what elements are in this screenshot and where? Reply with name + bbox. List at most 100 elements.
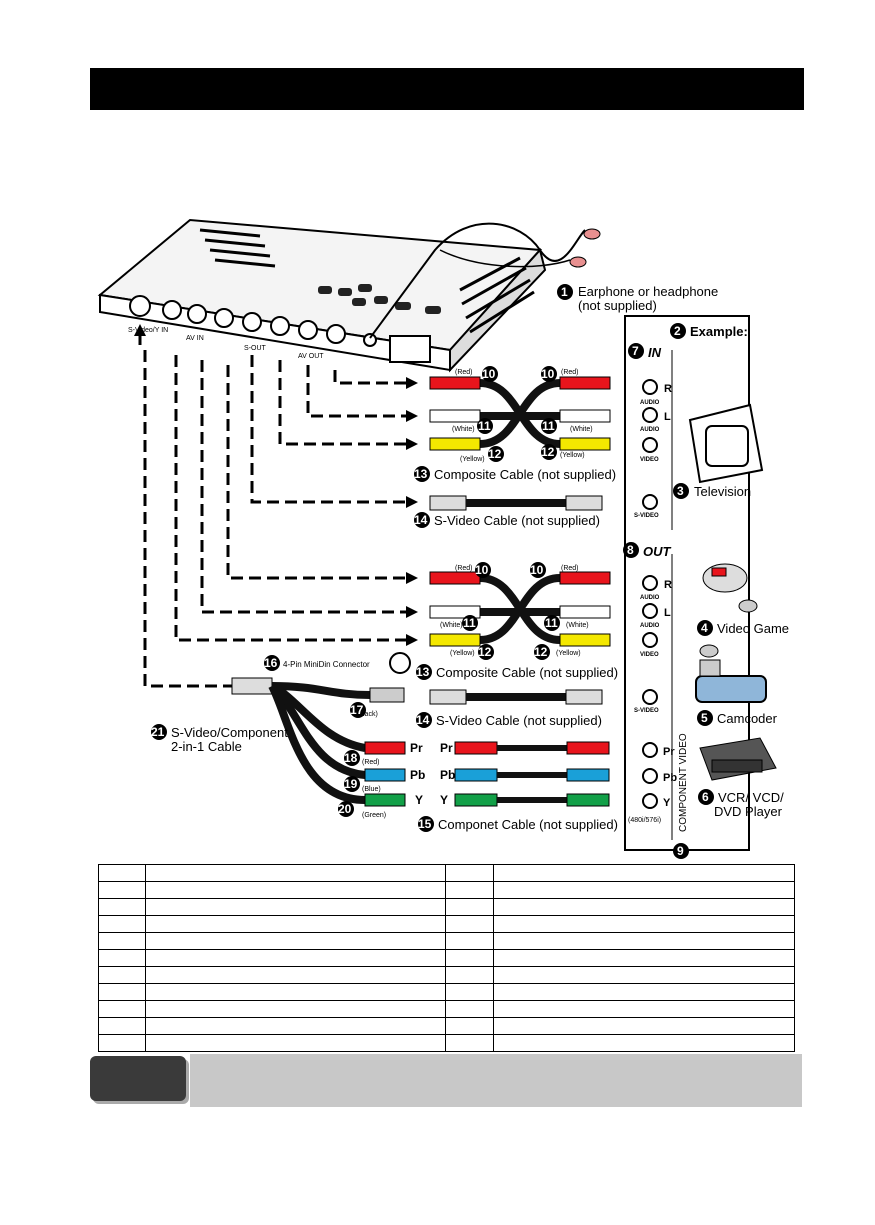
svg-text:S-VIDEO: S-VIDEO bbox=[634, 513, 659, 519]
callout-component-cable: Componet Cable (not supplied) bbox=[438, 817, 618, 832]
table-row bbox=[98, 932, 795, 950]
svg-text:14: 14 bbox=[416, 713, 430, 727]
callout-composite-out: Composite Cable (not supplied) bbox=[436, 665, 618, 680]
svg-text:10: 10 bbox=[482, 367, 496, 381]
note-box bbox=[190, 1054, 802, 1107]
video-game-icon bbox=[699, 563, 758, 658]
svg-text:AUDIO: AUDIO bbox=[640, 400, 660, 406]
earphone-icon bbox=[369, 222, 601, 339]
connection-diagram: S-Video/Y IN AV IN S-OUT AV OUT 1 Earpho… bbox=[97, 218, 789, 859]
svg-text:(Red): (Red) bbox=[455, 565, 473, 572]
svg-text:L: L bbox=[664, 607, 671, 619]
table-row bbox=[98, 1017, 795, 1035]
capture-device: S-Video/Y IN AV IN S-OUT AV OUT bbox=[97, 218, 547, 373]
svg-text:16: 16 bbox=[264, 656, 278, 670]
svg-text:12: 12 bbox=[541, 445, 555, 459]
svg-text:12: 12 bbox=[478, 645, 492, 659]
svg-text:10: 10 bbox=[541, 367, 555, 381]
callout-svideo-out: S-Video Cable (not supplied) bbox=[436, 713, 602, 728]
svg-text:(Yellow): (Yellow) bbox=[556, 650, 581, 657]
svg-text:13: 13 bbox=[416, 665, 430, 679]
svg-text:14: 14 bbox=[414, 513, 428, 527]
svg-text:(White): (White) bbox=[452, 426, 475, 433]
svg-text:Pr: Pr bbox=[440, 741, 453, 755]
table-row bbox=[98, 983, 795, 1001]
s-video-y-in-label: S-Video/Y IN bbox=[128, 327, 168, 334]
svideo-component-cable: (Black) (Red) (Blue) (Green) Pr Pb Y bbox=[231, 652, 425, 819]
callout-minidin: 4-Pin MiniDin Connector bbox=[283, 660, 370, 669]
svg-text:(Yellow): (Yellow) bbox=[560, 452, 585, 459]
svg-text:8: 8 bbox=[627, 543, 634, 557]
svg-text:(Red): (Red) bbox=[455, 369, 473, 376]
table-row bbox=[98, 915, 795, 933]
composite-cable-out: (Red) (Red) (White) (White) (Yellow) (Ye… bbox=[429, 562, 611, 660]
svg-text:AUDIO: AUDIO bbox=[640, 623, 660, 629]
svg-text:Pb: Pb bbox=[440, 768, 455, 782]
av-in-label: AV IN bbox=[186, 335, 204, 342]
svg-text:18: 18 bbox=[344, 751, 358, 765]
svg-text:Pr: Pr bbox=[410, 741, 423, 755]
svg-text:(Red): (Red) bbox=[561, 565, 579, 572]
svg-text:(White): (White) bbox=[570, 426, 593, 433]
svg-text:20: 20 bbox=[338, 802, 352, 816]
svg-text:17: 17 bbox=[350, 703, 364, 717]
svg-text:Y: Y bbox=[663, 797, 671, 809]
svg-text:AUDIO: AUDIO bbox=[640, 427, 660, 433]
svg-text:(Red): (Red) bbox=[362, 759, 380, 766]
svg-text:(Blue): (Blue) bbox=[362, 786, 381, 793]
svg-text:7: 7 bbox=[632, 344, 639, 358]
table-row bbox=[98, 864, 795, 882]
svg-text:10: 10 bbox=[475, 563, 489, 577]
svg-text:9: 9 bbox=[677, 844, 684, 858]
table-row bbox=[98, 881, 795, 899]
callout-2in1-cable-sub: 2-in-1 Cable bbox=[171, 739, 242, 754]
svg-text:Pb: Pb bbox=[663, 772, 677, 784]
table-row bbox=[98, 966, 795, 984]
minidin-connector-icon bbox=[389, 652, 411, 674]
svg-text:6: 6 bbox=[702, 790, 709, 804]
svg-text:(Red): (Red) bbox=[561, 369, 579, 376]
svg-text:Y: Y bbox=[415, 793, 423, 807]
svideo-cable-out bbox=[429, 689, 603, 705]
svg-text:(White): (White) bbox=[440, 622, 463, 629]
svg-text:Pr: Pr bbox=[663, 746, 675, 758]
svg-text:(Yellow): (Yellow) bbox=[460, 456, 485, 463]
svg-text:2: 2 bbox=[674, 324, 681, 338]
table-row bbox=[98, 898, 795, 916]
table-row bbox=[98, 949, 795, 967]
svg-text:15: 15 bbox=[418, 817, 432, 831]
callout-camcorder: Camcoder bbox=[717, 711, 778, 726]
svg-text:AUDIO: AUDIO bbox=[640, 595, 660, 601]
svg-text:19: 19 bbox=[344, 777, 358, 791]
s-out-label: S-OUT bbox=[244, 345, 267, 352]
svg-text:4: 4 bbox=[701, 621, 708, 635]
svg-text:VIDEO: VIDEO bbox=[640, 652, 659, 658]
svg-text:11: 11 bbox=[478, 419, 491, 433]
section-title-bar bbox=[90, 68, 804, 110]
svg-text:Y: Y bbox=[440, 793, 448, 807]
component-cable: Pr Pb Y bbox=[440, 741, 610, 807]
example-label: Example: bbox=[690, 324, 748, 339]
svg-text:L: L bbox=[664, 411, 671, 423]
callout-svideo-in: S-Video Cable (not supplied) bbox=[434, 513, 600, 528]
svg-text:(White): (White) bbox=[566, 622, 589, 629]
vcr-dvd-player-icon bbox=[699, 737, 777, 781]
callout-vcr-a: VCR/ VCD/ bbox=[718, 790, 784, 805]
in-label: IN bbox=[648, 345, 662, 360]
svideo-cable-in bbox=[429, 495, 603, 511]
svg-text:(Green): (Green) bbox=[362, 812, 386, 819]
television-icon bbox=[688, 403, 764, 484]
svg-text:13: 13 bbox=[414, 467, 428, 481]
callout-vcr-b: DVD Player bbox=[714, 804, 783, 819]
note-callout bbox=[90, 1054, 802, 1109]
callout-2in1-cable: S-Video/Component bbox=[171, 725, 288, 740]
svg-text:VIDEO: VIDEO bbox=[640, 457, 659, 463]
svg-text:(Yellow): (Yellow) bbox=[450, 650, 475, 657]
callout-earphone: Earphone or headphone bbox=[578, 284, 718, 299]
table-row bbox=[98, 1034, 795, 1052]
svg-text:21: 21 bbox=[151, 725, 165, 739]
svg-text:10: 10 bbox=[530, 563, 544, 577]
table-row bbox=[98, 1000, 795, 1018]
svg-text:12: 12 bbox=[488, 447, 502, 461]
out-label: OUT bbox=[643, 544, 672, 559]
